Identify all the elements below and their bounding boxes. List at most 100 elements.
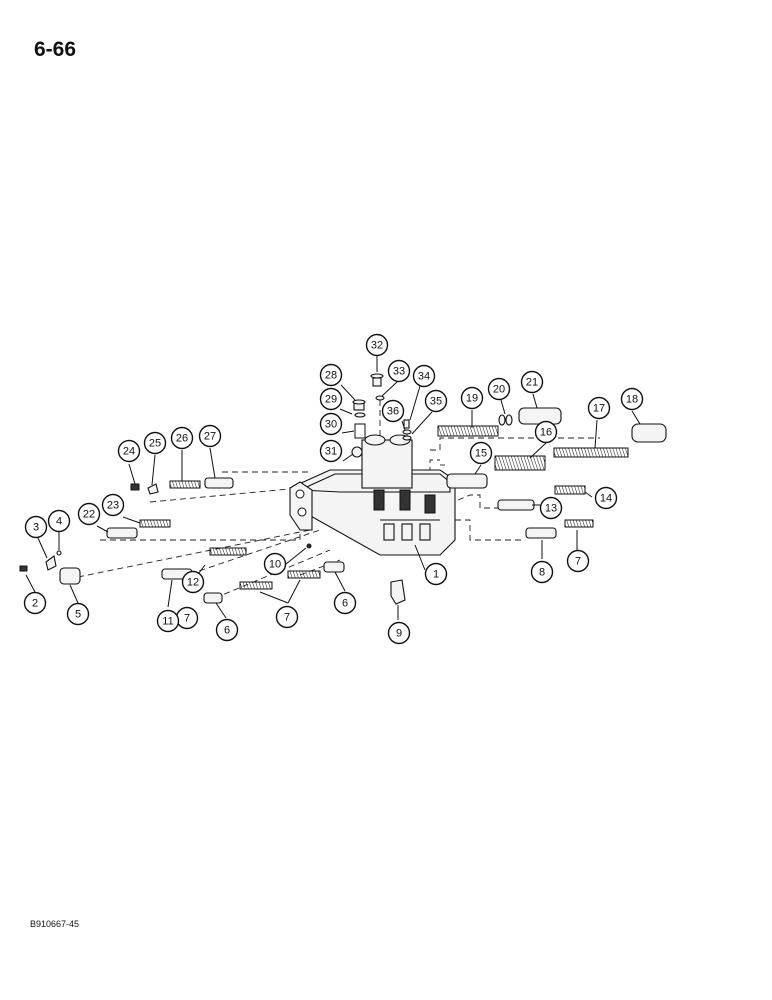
callout-25: 25 [143, 431, 167, 455]
callout-circle [117, 439, 141, 463]
callout-circle [424, 562, 448, 586]
callout-label: 16 [540, 427, 552, 439]
callout-circle [319, 439, 343, 463]
callout-label: 2 [32, 598, 38, 610]
callout-label: 25 [149, 438, 161, 450]
leader-lines [25, 355, 641, 620]
callout-label: 35 [430, 396, 442, 408]
callout-22: 22 [77, 502, 101, 526]
callout-32: 32 [365, 333, 389, 357]
callout-label: 14 [600, 493, 612, 505]
callout-27: 27 [198, 424, 222, 448]
callout-label: 9 [396, 628, 402, 640]
callout-circle [469, 441, 493, 465]
valve-body [289, 434, 456, 556]
callout-circle [319, 387, 343, 411]
callout-label: 32 [371, 340, 383, 352]
callout-label: 31 [325, 446, 337, 458]
callout-35: 35 [424, 389, 448, 413]
callout-label: 30 [325, 419, 337, 431]
callout-6: 6 [333, 591, 357, 615]
callout-circle [24, 515, 48, 539]
callout-circle [170, 426, 194, 450]
callout-label: 17 [593, 403, 605, 415]
callout-31: 31 [319, 439, 343, 463]
callout-6: 6 [215, 618, 239, 642]
callout-label: 12 [187, 577, 199, 589]
callout-label: 33 [393, 366, 405, 378]
callout-label: 18 [626, 394, 638, 406]
part-9-clip [390, 579, 406, 605]
callout-label: 26 [176, 433, 188, 445]
callout-24: 24 [117, 439, 141, 463]
callout-circle [181, 570, 205, 594]
callout-8: 8 [530, 560, 554, 584]
figure-code: B910667-45 [30, 919, 80, 929]
callout-36: 36 [381, 399, 405, 423]
callout-5: 5 [66, 602, 90, 626]
lower-left-parts [161, 543, 345, 604]
callout-23: 23 [101, 493, 125, 517]
callout-circle [587, 396, 611, 420]
callout-circle [520, 370, 544, 394]
callout-circle [23, 591, 47, 615]
callout-circle [215, 618, 239, 642]
callout-30: 30 [319, 412, 343, 436]
callout-14: 14 [594, 486, 618, 510]
callout-circle [156, 609, 180, 633]
callout-label: 7 [184, 613, 190, 625]
callout-circle [534, 420, 558, 444]
callout-label: 3 [33, 522, 39, 534]
callout-20: 20 [487, 377, 511, 401]
callout-circle [381, 399, 405, 423]
callout-2: 2 [23, 591, 47, 615]
callout-28: 28 [319, 363, 343, 387]
callout-circle [566, 549, 590, 573]
callout-label: 36 [387, 406, 399, 418]
callout-circle [319, 412, 343, 436]
callout-21: 21 [520, 370, 544, 394]
callout-circle [66, 602, 90, 626]
callout-circle [387, 359, 411, 383]
callout-circle [424, 389, 448, 413]
callout-label: 22 [83, 509, 95, 521]
callout-circle [412, 364, 436, 388]
callout-34: 34 [412, 364, 436, 388]
callout-15: 15 [469, 441, 493, 465]
callout-label: 19 [466, 393, 478, 405]
callout-label: 23 [107, 500, 119, 512]
callout-label: 5 [75, 609, 81, 621]
callout-circle [460, 386, 484, 410]
callout-label: 4 [56, 516, 62, 528]
page-number: 6-66 [34, 38, 77, 61]
callout-3: 3 [24, 515, 48, 539]
callout-11: 11 [156, 609, 180, 633]
callout-circle [387, 621, 411, 645]
callout-19: 19 [460, 386, 484, 410]
callout-circle [275, 605, 299, 629]
callout-label: 34 [418, 371, 430, 383]
callout-1: 1 [424, 562, 448, 586]
callout-label: 7 [575, 556, 581, 568]
callout-circle [143, 431, 167, 455]
callout-13: 13 [539, 496, 563, 520]
callout-circle [263, 552, 287, 576]
callout-7: 7 [275, 605, 299, 629]
callout-29: 29 [319, 387, 343, 411]
callout-circle [620, 387, 644, 411]
callout-7: 7 [175, 606, 199, 630]
callout-10: 10 [263, 552, 287, 576]
callout-circle [333, 591, 357, 615]
callout-circle [101, 493, 125, 517]
callout-label: 28 [325, 370, 337, 382]
callout-circle [530, 560, 554, 584]
callout-12: 12 [181, 570, 205, 594]
callout-label: 20 [493, 384, 505, 396]
callout-circle [365, 333, 389, 357]
callout-label: 24 [123, 446, 135, 458]
callout-circle [487, 377, 511, 401]
callout-16: 16 [534, 420, 558, 444]
callout-circle [198, 424, 222, 448]
